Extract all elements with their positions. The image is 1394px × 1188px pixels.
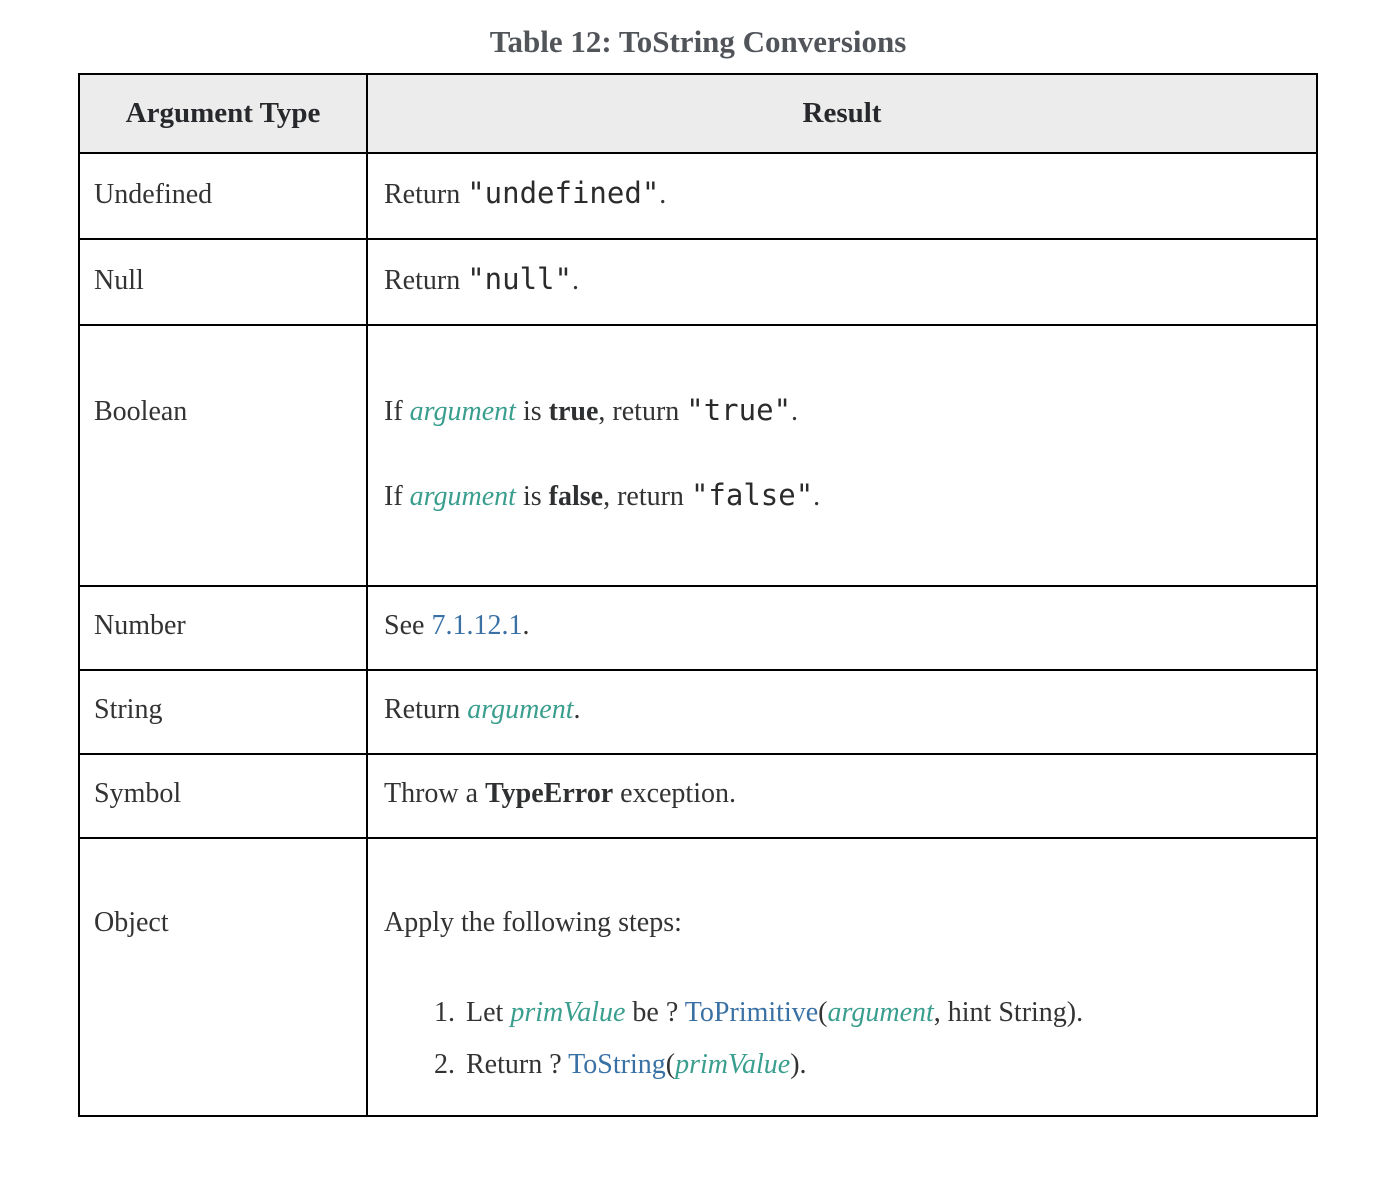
step-item: Return ? ToString(primValue). xyxy=(462,1039,1300,1091)
text: , return xyxy=(603,481,691,512)
table-row: String Return argument. xyxy=(78,669,1318,755)
variable-ref: argument xyxy=(467,694,574,725)
value-literal: TypeError xyxy=(485,778,614,809)
result-paragraph: Return argument. xyxy=(384,691,1300,729)
variable-ref: primValue xyxy=(675,1049,791,1080)
text: Throw a xyxy=(384,778,486,809)
text: ( xyxy=(818,997,828,1028)
text: ( xyxy=(665,1049,676,1080)
result-paragraph: Return "undefined". xyxy=(384,174,1300,214)
table-row: Null Return "null". xyxy=(78,238,1318,326)
text: exception. xyxy=(613,778,736,809)
header-result: Result xyxy=(366,73,1318,154)
result-paragraph: Apply the following steps: xyxy=(384,904,1300,942)
result-paragraph: Return "null". xyxy=(384,260,1300,300)
text: ). xyxy=(790,1049,807,1080)
table-row: Undefined Return "undefined". xyxy=(78,152,1318,240)
step-item: Let primValue be ? ToPrimitive(argument,… xyxy=(462,987,1300,1039)
argument-type-cell: String xyxy=(78,669,368,755)
text: , return xyxy=(598,396,687,427)
result-paragraph: If argument is false, return "false". xyxy=(384,476,1300,516)
table-row: Symbol Throw a TypeError exception. xyxy=(78,753,1318,839)
result-cell: Return "undefined". xyxy=(366,152,1318,240)
variable-ref: argument xyxy=(409,481,516,512)
variable-ref: argument xyxy=(827,997,934,1028)
argument-type-cell: Boolean xyxy=(78,324,368,587)
value-literal: true xyxy=(548,396,599,427)
table-row: Number See 7.1.12.1. xyxy=(78,585,1318,671)
table-row: Object Apply the following steps: Let prim… xyxy=(78,837,1318,1117)
argument-type-cell: Symbol xyxy=(78,753,368,839)
section-link[interactable]: ToPrimitive xyxy=(684,997,819,1028)
text: Return xyxy=(384,694,468,725)
text: . xyxy=(522,610,530,641)
argument-type-cell: Number xyxy=(78,585,368,671)
text: . xyxy=(571,265,579,296)
text: . xyxy=(659,179,667,210)
result-cell: Return argument. xyxy=(366,669,1318,755)
text: is xyxy=(515,396,549,427)
result-cell: Return "null". xyxy=(366,238,1318,326)
section-link[interactable]: ToString xyxy=(568,1049,666,1080)
text: See xyxy=(384,610,432,641)
code-literal: "true" xyxy=(686,393,792,427)
result-cell: Throw a TypeError exception. xyxy=(366,753,1318,839)
result-paragraph: See 7.1.12.1. xyxy=(384,607,1300,645)
text: Return xyxy=(384,179,468,210)
text: is xyxy=(515,481,549,512)
text: Apply the following steps: xyxy=(384,907,682,938)
text: If xyxy=(384,481,410,512)
text: Return xyxy=(384,265,468,296)
section-link[interactable]: 7.1.12.1 xyxy=(431,610,523,641)
argument-type-cell: Object xyxy=(78,837,368,1117)
argument-type-cell: Undefined xyxy=(78,152,368,240)
header-row: Argument Type Result xyxy=(78,73,1318,154)
text: be ? xyxy=(625,997,685,1028)
text: If xyxy=(384,396,410,427)
variable-ref: primValue xyxy=(510,997,626,1028)
result-cell: Apply the following steps: Let primValue … xyxy=(366,837,1318,1117)
steps-list: Let primValue be ? ToPrimitive(argument,… xyxy=(384,987,1300,1091)
table-caption: Table 12: ToString Conversions xyxy=(489,24,907,59)
text: Return ? xyxy=(466,1049,569,1080)
text: . xyxy=(573,694,581,725)
result-paragraph: Throw a TypeError exception. xyxy=(384,775,1300,813)
table-header: Argument Type Result xyxy=(78,73,1318,154)
value-literal: false xyxy=(548,481,604,512)
text: Let xyxy=(466,997,511,1028)
text: . xyxy=(813,481,821,512)
variable-ref: argument xyxy=(409,396,516,427)
code-literal: "null" xyxy=(467,262,572,296)
text: . xyxy=(791,396,799,427)
result-cell: If argument is true, return "true".If ar… xyxy=(366,324,1318,587)
header-argument-type: Argument Type xyxy=(78,73,368,154)
code-literal: "false" xyxy=(690,478,814,512)
result-paragraph: If argument is true, return "true". xyxy=(384,391,1300,431)
argument-type-cell: Null xyxy=(78,238,368,326)
result-cell: See 7.1.12.1. xyxy=(366,585,1318,671)
text: , hint String). xyxy=(933,997,1084,1028)
code-literal: "undefined" xyxy=(467,176,660,210)
